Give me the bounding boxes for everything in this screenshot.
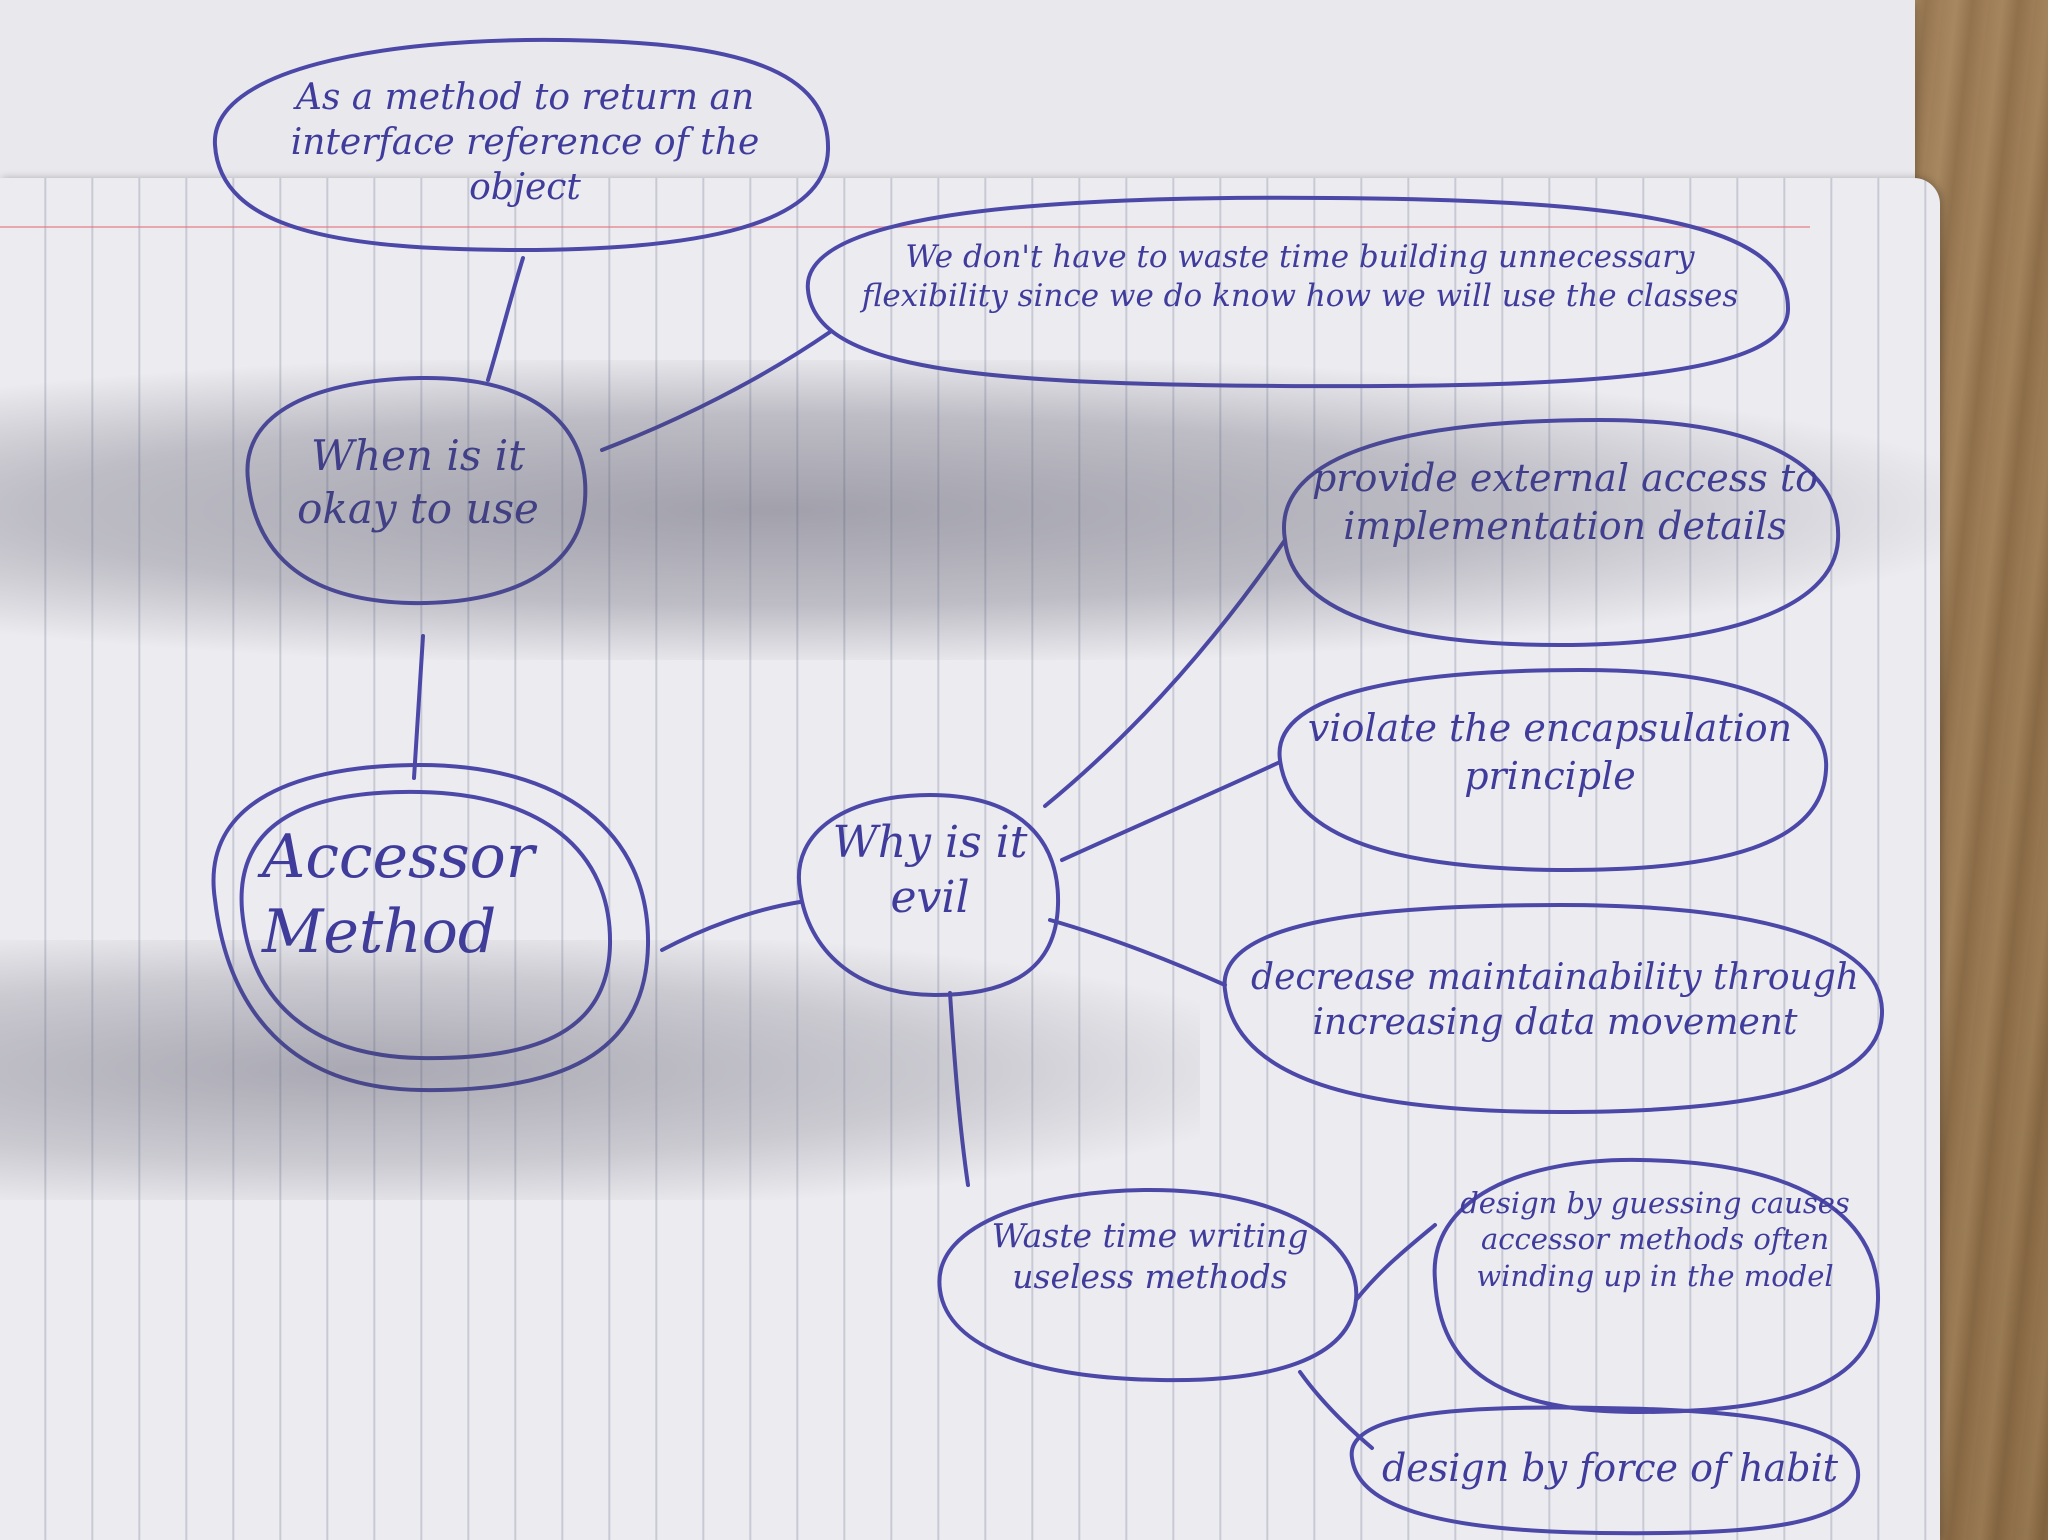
connector-why-to-violate xyxy=(1060,760,1282,862)
node-outline-when xyxy=(245,375,588,606)
connector-waste-to-habit xyxy=(1298,1370,1374,1450)
connector-when-to-as-method xyxy=(486,256,525,382)
node-center: Accessor Method xyxy=(262,822,535,967)
connector-waste-to-guessing xyxy=(1354,1223,1437,1302)
node-why: Why is it evil xyxy=(832,817,1028,923)
node-when: When is it okay to use xyxy=(297,431,539,533)
node-outline-why xyxy=(796,793,1061,997)
connector-why-to-maintainability xyxy=(1048,918,1227,987)
connector-when-to-center xyxy=(412,634,425,780)
notebook-page xyxy=(0,178,1940,1540)
node-violate: violate the encapsulation principle xyxy=(1307,706,1793,798)
connector-when-to-flexibility xyxy=(600,330,832,452)
margin-line xyxy=(0,226,1810,228)
node-outline-external xyxy=(1281,418,1841,647)
node-outline-center-inner xyxy=(239,789,613,1061)
node-waste-time: Waste time writing useless methods xyxy=(991,1216,1309,1297)
connector-why-to-waste xyxy=(948,991,970,1187)
node-maintainability: decrease maintainability through increas… xyxy=(1251,957,1859,1043)
node-outline-flexibility xyxy=(805,195,1791,389)
node-outline-habit xyxy=(1349,1405,1861,1536)
node-outline-center-outer xyxy=(211,763,651,1093)
node-outline-waste xyxy=(937,1188,1359,1383)
node-design-guessing: design by guessing causes accessor metho… xyxy=(1460,1186,1850,1293)
node-outline-as-method xyxy=(212,37,831,252)
paper-upper-sheet xyxy=(0,0,1915,200)
node-as-method: As a method to return an interface refer… xyxy=(290,77,760,208)
node-outline-guessing xyxy=(1432,1157,1881,1414)
node-flexibility: We don't have to waste time building unn… xyxy=(861,239,1739,314)
connector-center-to-why xyxy=(660,900,802,952)
node-outline-violate xyxy=(1277,668,1829,872)
node-outline-maintainability xyxy=(1222,903,1885,1114)
connector-why-to-external xyxy=(1043,538,1287,808)
node-force-habit: design by force of habit xyxy=(1381,1446,1839,1490)
node-external-access: provide external access to implementatio… xyxy=(1311,456,1819,548)
